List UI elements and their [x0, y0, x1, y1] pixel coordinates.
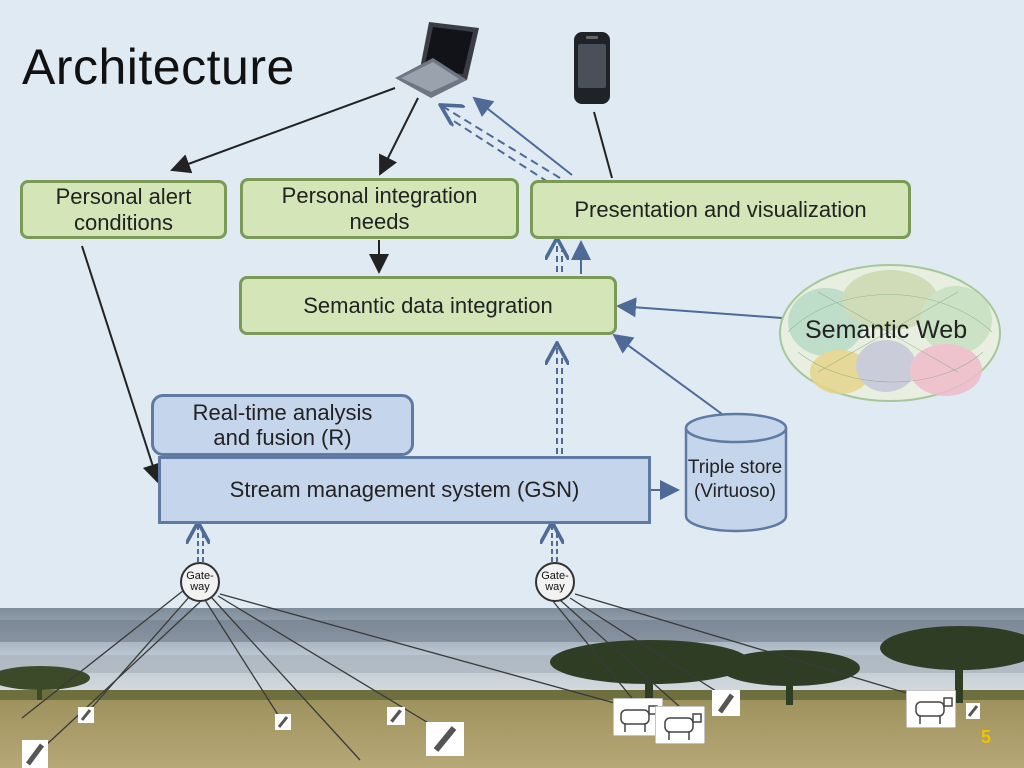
presentation-box: Presentation and visualization [530, 180, 911, 239]
database-icon [684, 412, 788, 533]
triple-store-label: Triple store (Virtuoso) [687, 457, 783, 502]
gateway-right: Gate-way [535, 562, 575, 602]
personal-alert-label: Personal alert conditions [55, 184, 192, 235]
semantic-web-cloud [779, 264, 1001, 402]
page-number: 5 [981, 727, 992, 747]
sensor-icon [966, 703, 980, 719]
sensor-icon [426, 722, 464, 756]
realtime-analysis-label: Real-time analysis and fusion (R) [192, 399, 373, 450]
gateway-left-label: Gate-way [186, 570, 214, 593]
presentation-label: Presentation and visualization [574, 196, 867, 222]
laptop-icon [395, 22, 479, 98]
personal-alert-box: Personal alert conditions [20, 180, 227, 239]
sensor-icon [712, 690, 740, 716]
cow-icon [655, 706, 705, 744]
slide-title: Architecture [22, 39, 295, 95]
personal-integration-label: Personal integration needs [281, 183, 478, 234]
sensor-icon [78, 707, 94, 723]
stream-management-label: Stream management system (GSN) [229, 477, 580, 503]
sensor-icon [22, 740, 48, 768]
semantic-integration-box: Semantic data integration [239, 276, 617, 335]
tree-icon [0, 666, 90, 700]
smartphone-icon [574, 32, 610, 104]
semantic-integration-label: Semantic data integration [303, 292, 553, 318]
realtime-analysis-box: Real-time analysis and fusion (R) [151, 394, 414, 456]
semantic-web-label: Semantic Web [805, 316, 968, 344]
personal-integration-box: Personal integration needs [240, 178, 519, 239]
stream-management-box: Stream management system (GSN) [158, 456, 651, 524]
gateway-right-label: Gate-way [541, 570, 569, 593]
cow-icon [906, 690, 956, 728]
sensor-icon [275, 714, 291, 730]
tree-icon [550, 626, 1024, 705]
sensor-icon [387, 707, 405, 725]
gateway-left: Gate-way [180, 562, 220, 602]
